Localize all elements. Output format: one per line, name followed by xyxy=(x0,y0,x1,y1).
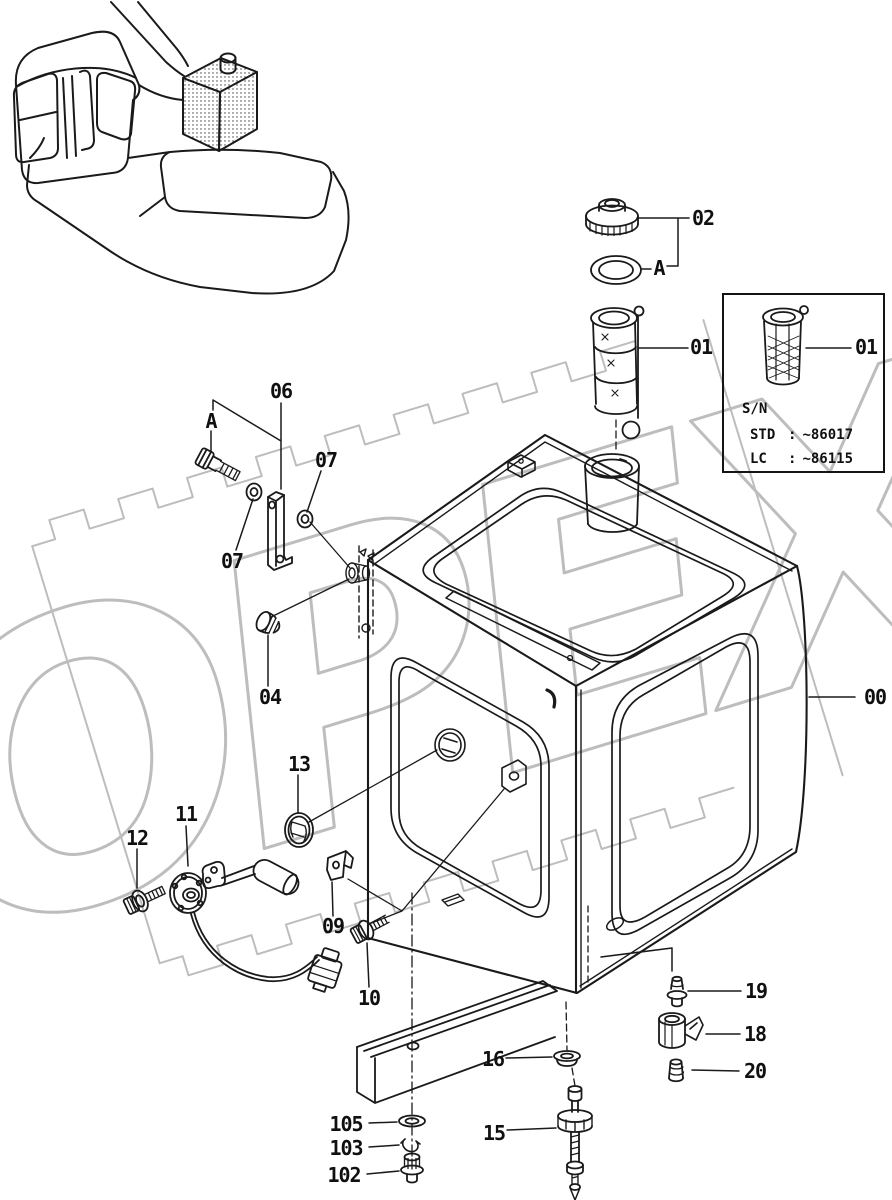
clip-nut-target xyxy=(501,759,527,793)
callout-07-upper: 07 xyxy=(314,448,338,472)
tank-filler-neck xyxy=(584,453,640,533)
callout-04: 04 xyxy=(258,685,282,709)
mount-plate xyxy=(345,545,375,639)
part-103-lock-washer xyxy=(400,1138,421,1153)
callout-102: 102 xyxy=(327,1163,361,1187)
part-102-bolt xyxy=(400,1152,424,1184)
serial-number-box: S/N STD:~86017 LC:~86115 xyxy=(722,293,885,473)
callout-105: 105 xyxy=(329,1112,363,1136)
part-01-strainer xyxy=(590,305,645,440)
callout-02: 02 xyxy=(691,206,715,230)
callout-10: 10 xyxy=(357,986,381,1010)
callout-20: 20 xyxy=(743,1059,767,1083)
leader-lines xyxy=(136,217,856,1175)
callout-12: 12 xyxy=(125,826,149,850)
callout-18: 18 xyxy=(743,1022,767,1046)
callout-09: 09 xyxy=(321,914,345,938)
part-02-filler-cap xyxy=(585,198,639,237)
callout-11: 11 xyxy=(174,802,198,826)
part-15-drain-valve xyxy=(557,1085,593,1200)
part-09-clamp xyxy=(326,850,354,881)
callout-13: 13 xyxy=(287,752,311,776)
callout-01-inset: 01 xyxy=(854,335,878,359)
callout-15: 15 xyxy=(482,1121,506,1145)
callout-06: 06 xyxy=(269,379,293,403)
bottom-angle-bracket xyxy=(356,980,558,1104)
part-16-grommet xyxy=(553,1050,581,1067)
assembly-lines xyxy=(270,419,617,1158)
callout-07-lower: 07 xyxy=(220,549,244,573)
part-20-plug xyxy=(668,1058,685,1083)
callout-00: 00 xyxy=(863,685,887,709)
part-06-bracket xyxy=(267,491,293,571)
serial-number-row-std: STD:~86017 xyxy=(750,427,854,443)
part-07-washer-lower xyxy=(296,509,314,529)
sender-connector xyxy=(307,947,343,993)
part-12-bolt xyxy=(122,885,166,915)
part-11-fuel-sender xyxy=(169,858,343,993)
part-a-bolt xyxy=(194,447,241,482)
serial-number-title: S/N xyxy=(742,401,768,417)
part-18-clip-nut xyxy=(658,1012,704,1049)
machine-locator-thumbnail xyxy=(12,1,350,295)
part-07-washer-upper xyxy=(245,482,263,502)
callout-16: 16 xyxy=(481,1047,505,1071)
grommet-hole xyxy=(434,728,466,762)
fuel-tank-body xyxy=(345,433,808,995)
serial-number-row-lc: LC:~86115 xyxy=(750,451,854,467)
callout-19: 19 xyxy=(744,979,768,1003)
callout-103: 103 xyxy=(329,1136,363,1160)
callout-01: 01 xyxy=(689,335,713,359)
callout-a-left: A xyxy=(205,409,217,433)
part-19-plug xyxy=(666,975,688,1008)
callout-a-top: A xyxy=(653,256,665,280)
part-13-grommet xyxy=(284,812,314,848)
part-10-bolt xyxy=(349,914,390,944)
inset-strainer-01 xyxy=(762,305,809,386)
part-a-gasket-ring xyxy=(590,255,642,285)
